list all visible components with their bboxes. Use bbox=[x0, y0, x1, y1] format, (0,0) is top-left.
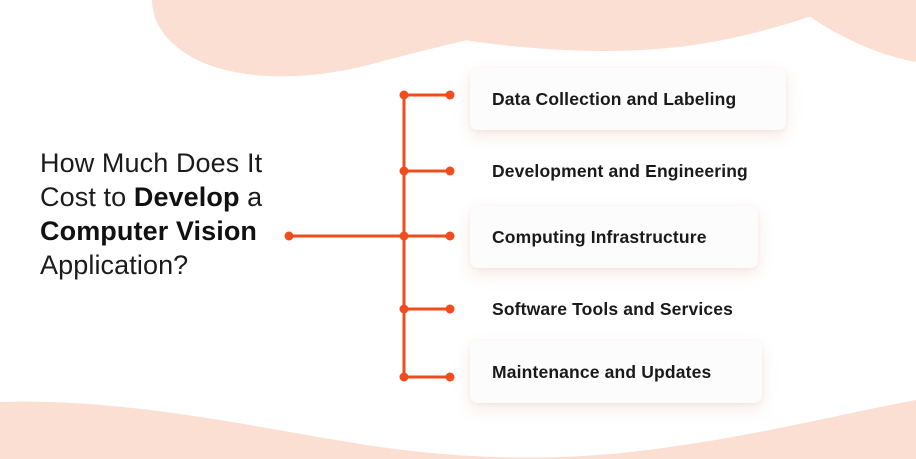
list-item-label: Software Tools and Services bbox=[492, 298, 734, 319]
page-title-line-3: Computer Vision bbox=[40, 214, 308, 248]
list-item-label: Maintenance and Updates bbox=[492, 361, 712, 382]
title-text: Application? bbox=[40, 250, 189, 281]
connector-end-dot-5 bbox=[445, 372, 455, 382]
title-text: a bbox=[239, 182, 263, 213]
connector-node-dot-5 bbox=[399, 372, 409, 382]
connector-node-dot-4 bbox=[399, 304, 409, 314]
list-item[interactable]: Software Tools and Services bbox=[470, 278, 786, 340]
page-title-line-4: Application? bbox=[40, 248, 308, 282]
list-item[interactable]: Maintenance and Updates bbox=[470, 341, 762, 403]
list-item[interactable]: Development and Engineering bbox=[470, 140, 792, 202]
connector-node-dot-2 bbox=[399, 166, 409, 176]
list-item-label: Development and Engineering bbox=[492, 160, 748, 181]
title-text: Cost to bbox=[40, 182, 134, 213]
list-item-label: Data Collection and Labeling bbox=[492, 88, 737, 109]
page-title-line-1: How Much Does It bbox=[40, 146, 308, 180]
connector-node-dot-1 bbox=[399, 90, 409, 100]
connector-dot-heading bbox=[284, 231, 294, 241]
connector-end-dot-4 bbox=[445, 304, 455, 314]
list-item[interactable]: Data Collection and Labeling bbox=[470, 68, 786, 130]
list-item-label: Computing Infrastructure bbox=[492, 226, 707, 247]
connector-end-dot-3 bbox=[445, 231, 455, 241]
page-title-line-2: Cost to Develop a bbox=[40, 180, 308, 214]
title-emphasis: Develop bbox=[133, 182, 240, 213]
title-text: How Much Does It bbox=[40, 148, 263, 179]
connector-end-dot-1 bbox=[445, 90, 455, 100]
list-item[interactable]: Computing Infrastructure bbox=[470, 206, 758, 268]
title-emphasis: Computer Vision bbox=[40, 216, 258, 247]
connector-end-dot-2 bbox=[445, 166, 455, 176]
connector-node-dot-3 bbox=[399, 231, 409, 241]
